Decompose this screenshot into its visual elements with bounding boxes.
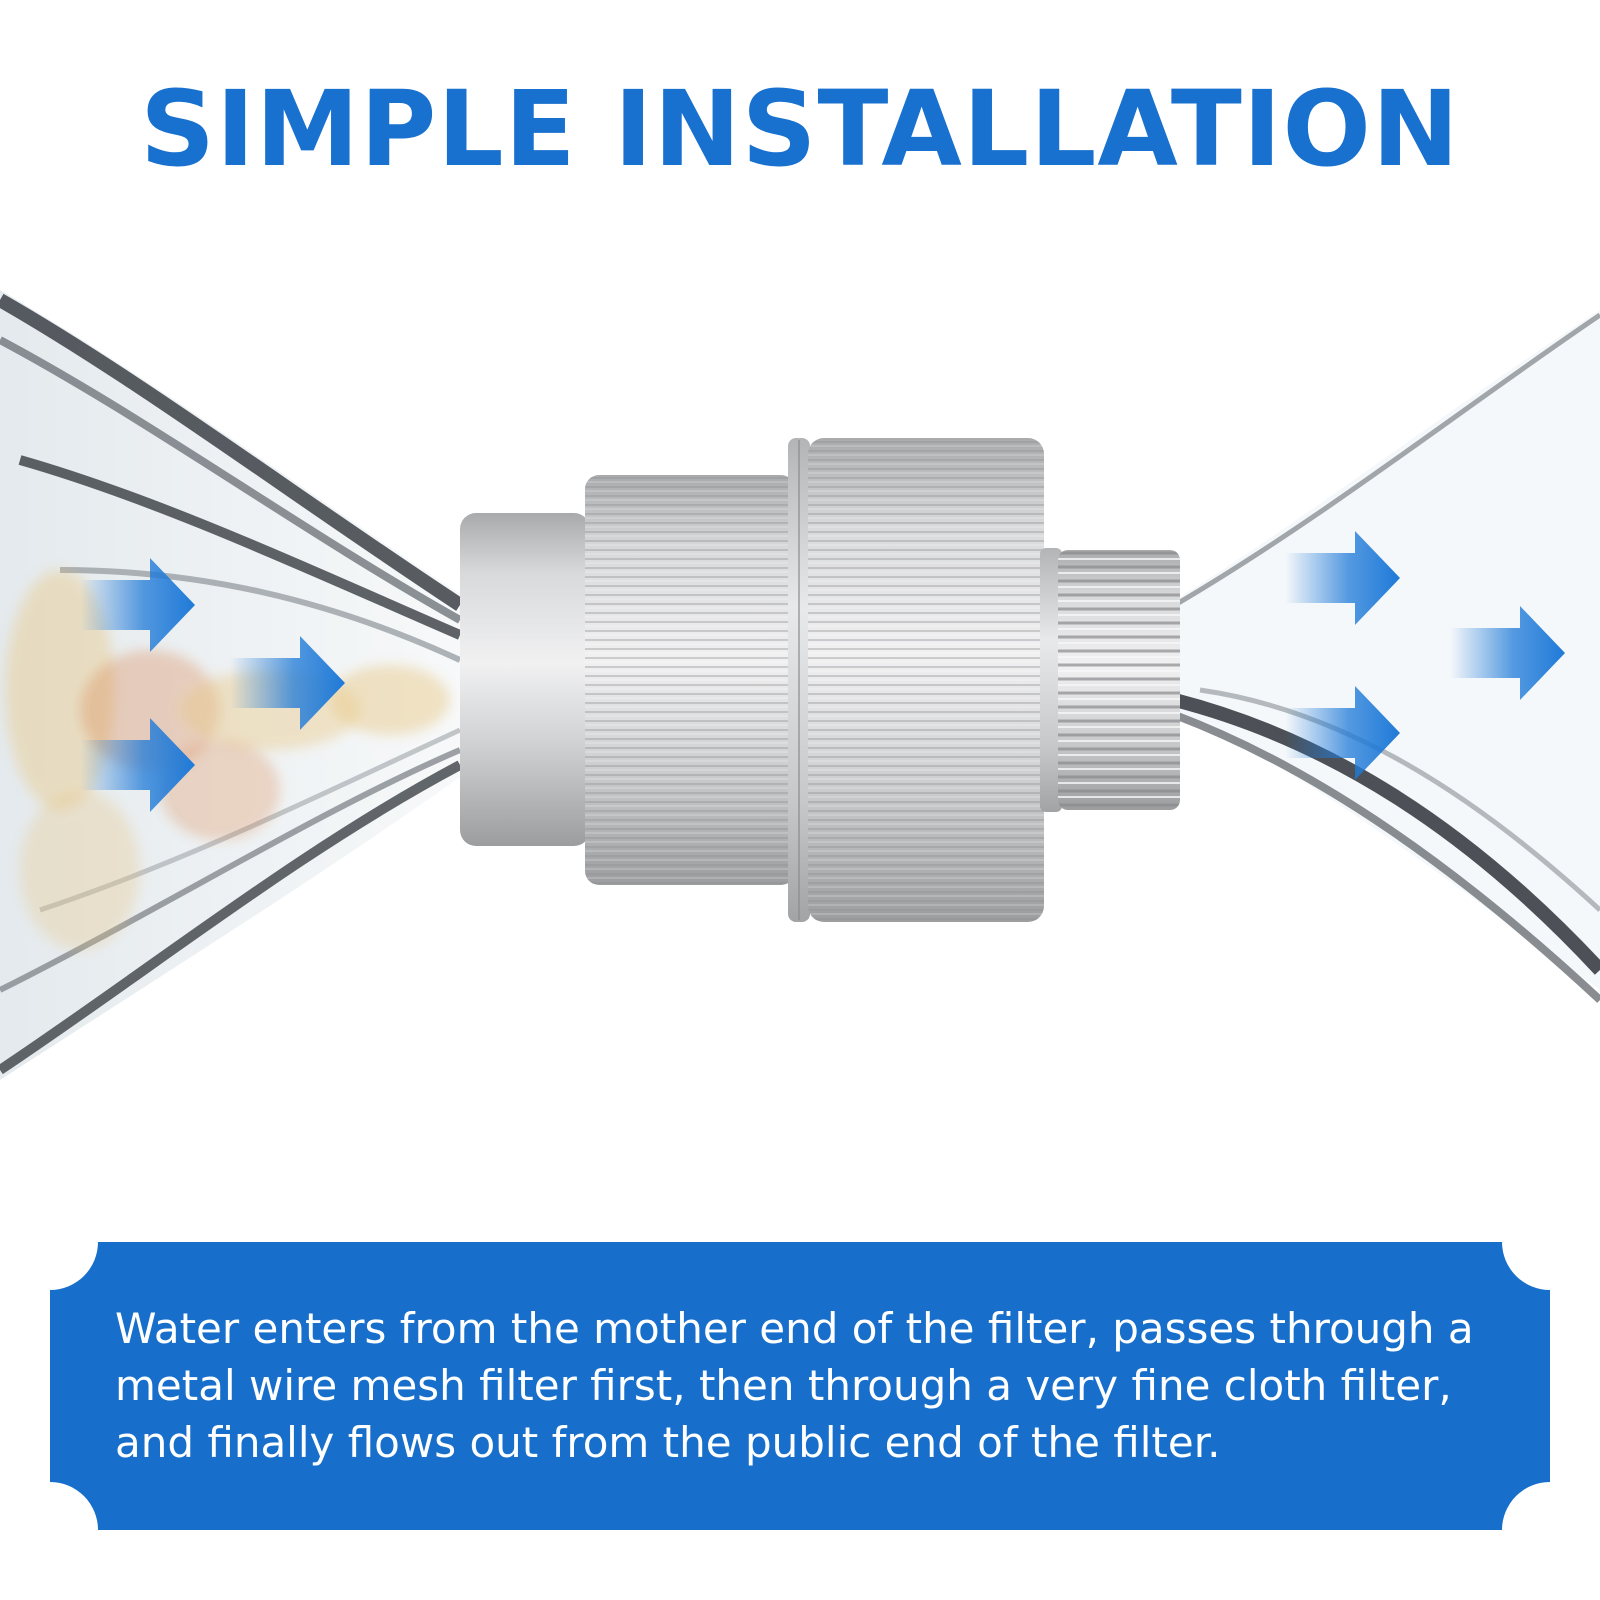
- water-stream-icon: [1173, 310, 1600, 1003]
- product-illustration: [0, 290, 1600, 1080]
- filter-fitting-icon: [460, 438, 1180, 922]
- flow-arrow-icon: [80, 531, 1565, 812]
- description-text: Water enters from the mother end of the …: [115, 1304, 1474, 1467]
- description-banner: Water enters from the mother end of the …: [50, 1242, 1550, 1530]
- banner-shape: [50, 1242, 1550, 1530]
- page-title: SIMPLE INSTALLATION: [140, 68, 1460, 190]
